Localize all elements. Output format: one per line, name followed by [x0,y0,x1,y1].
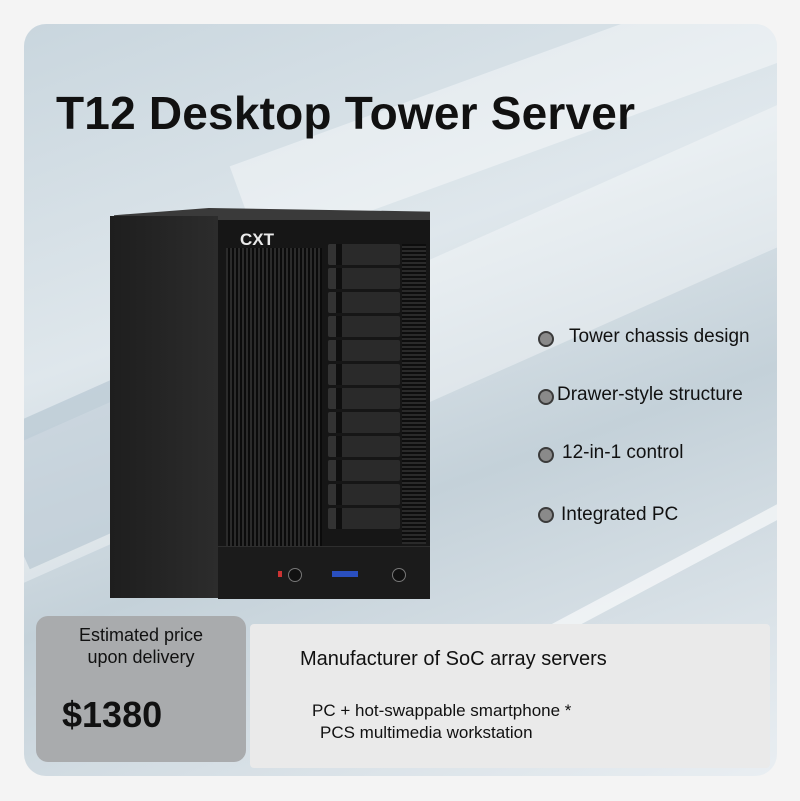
side-vent [402,244,426,544]
bullet-dot-icon [538,389,554,405]
bullet-dot-icon [538,507,554,523]
drive-bay-tray [328,436,400,457]
drive-bay-tray [328,340,400,361]
feature-item: Integrated PC [561,504,679,525]
info-line1: PC + hot-swappable smartphone * [312,701,572,720]
info-description: PC + hot-swappable smartphone * PCS mult… [312,700,571,744]
page-title: T12 Desktop Tower Server [56,87,636,139]
drive-bay-tray [328,508,400,529]
drive-bay-tray [328,364,400,385]
info-box [250,624,770,768]
tower-server-image: CXT [110,208,430,600]
drive-bays [328,244,400,544]
feature-item: Tower chassis design [569,326,750,347]
info-heading: Manufacturer of SoC array servers [300,648,607,670]
price-label-line1: Estimated price [78,625,204,645]
drive-bay-tray [328,268,400,289]
info-line2: PCS multimedia workstation [320,723,533,742]
drive-bay-tray [328,412,400,433]
drive-bay-tray [328,388,400,409]
feature-item: Drawer-style structure [557,384,743,405]
power-led-icon [278,571,282,577]
drive-bay-tray [328,292,400,313]
drive-bay-tray [328,316,400,337]
reset-button-icon [392,568,406,582]
price-box [36,616,246,762]
bullet-dot-icon [538,447,554,463]
power-button-icon [288,568,302,582]
drive-bay-tray [328,484,400,505]
usb-port-icon [332,571,358,577]
price-label-line2: upon delivery [87,647,195,667]
feature-item: 12-in-1 control [562,442,684,463]
brand-logo: CXT [240,230,274,249]
price-amount: $1380 [62,694,163,735]
drive-bay-tray [328,460,400,481]
price-label: Estimated price upon delivery [56,624,226,668]
bullet-dot-icon [538,331,554,347]
drive-bay-tray [328,244,400,265]
front-vent-grill [226,248,322,546]
